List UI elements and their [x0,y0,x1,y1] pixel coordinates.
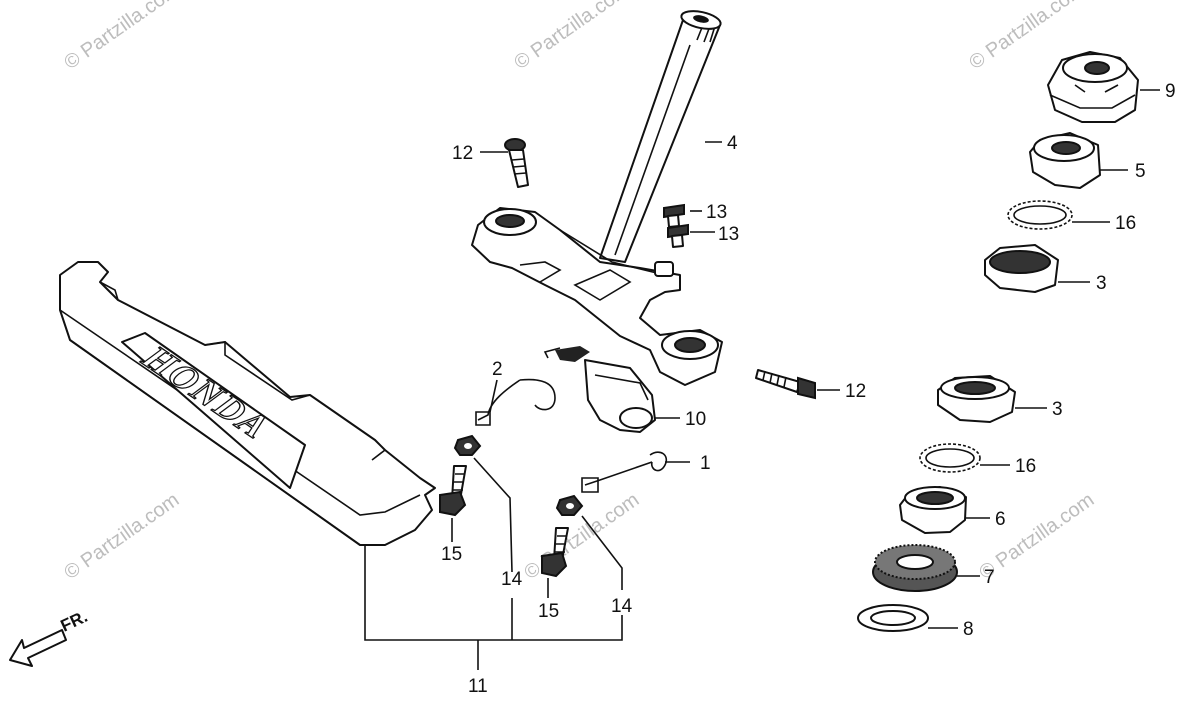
clip-part-1[interactable] [581,451,668,493]
nut-14-right-part[interactable] [555,494,584,516]
bolt-12-top-part[interactable] [504,138,529,188]
callout-4: 4 [727,133,738,154]
callout-3b: 3 [1052,399,1063,420]
screw-15-left-part[interactable] [439,465,467,517]
watermark-1: © Partzilla.com [60,0,183,74]
callout-7: 7 [984,567,995,588]
lower-ball-race-part-3[interactable] [937,375,1016,423]
lower-cone-race-part-6[interactable] [899,486,967,534]
callout-labels: 9 5 16 3 3 16 6 7 8 4 12 13 13 12 10 1 2… [441,81,1176,697]
upper-cone-race-part-5[interactable] [1029,132,1101,189]
adjusting-nut-part-9[interactable] [1047,51,1139,123]
nut-14-left-part[interactable] [453,434,482,456]
leader-lines [364,89,1160,670]
watermark-2: © Partzilla.com [510,0,633,74]
callout-11: 11 [468,676,488,697]
watermark-5: © Partzilla.com [520,489,643,584]
screw-15-right-part[interactable] [541,527,569,578]
callout-16b: 16 [1015,456,1036,477]
callout-1: 1 [700,453,711,474]
front-arrow-icon [9,629,67,667]
callout-9: 9 [1165,81,1176,102]
callout-5: 5 [1135,161,1146,182]
callout-15a: 15 [441,544,462,565]
callout-3a: 3 [1096,273,1107,294]
steel-balls-lower-part-16[interactable] [919,443,981,473]
holder-part-10[interactable] [543,346,656,433]
bolt-13-lower-part[interactable] [667,223,689,248]
callout-14a: 14 [501,569,523,590]
callout-8: 8 [963,619,974,640]
callout-13a: 13 [706,202,727,223]
callout-12b: 12 [845,381,866,402]
callout-12a: 12 [452,143,473,164]
clip-part-2[interactable] [475,378,556,426]
callout-6: 6 [995,509,1006,530]
steel-balls-upper-part-16[interactable] [1007,200,1073,230]
callout-14b: 14 [611,596,633,617]
bolt-13-upper-part[interactable] [663,203,685,228]
front-direction-indicator: FR. [9,607,91,667]
bolt-12-right-part[interactable] [755,369,816,400]
callout-13b: 13 [718,224,739,245]
washer-part-8[interactable] [857,604,929,632]
callout-2: 2 [492,359,503,380]
watermark-4: © Partzilla.com [60,489,183,584]
front-cover-part[interactable]: HONDA [59,261,436,546]
dust-seal-part-7[interactable] [872,544,958,592]
upper-ball-race-part-3[interactable] [984,244,1059,293]
callout-15b: 15 [538,601,559,622]
callout-10: 10 [685,409,706,430]
steering-stem-part[interactable] [471,8,723,386]
callout-16a: 16 [1115,213,1136,234]
